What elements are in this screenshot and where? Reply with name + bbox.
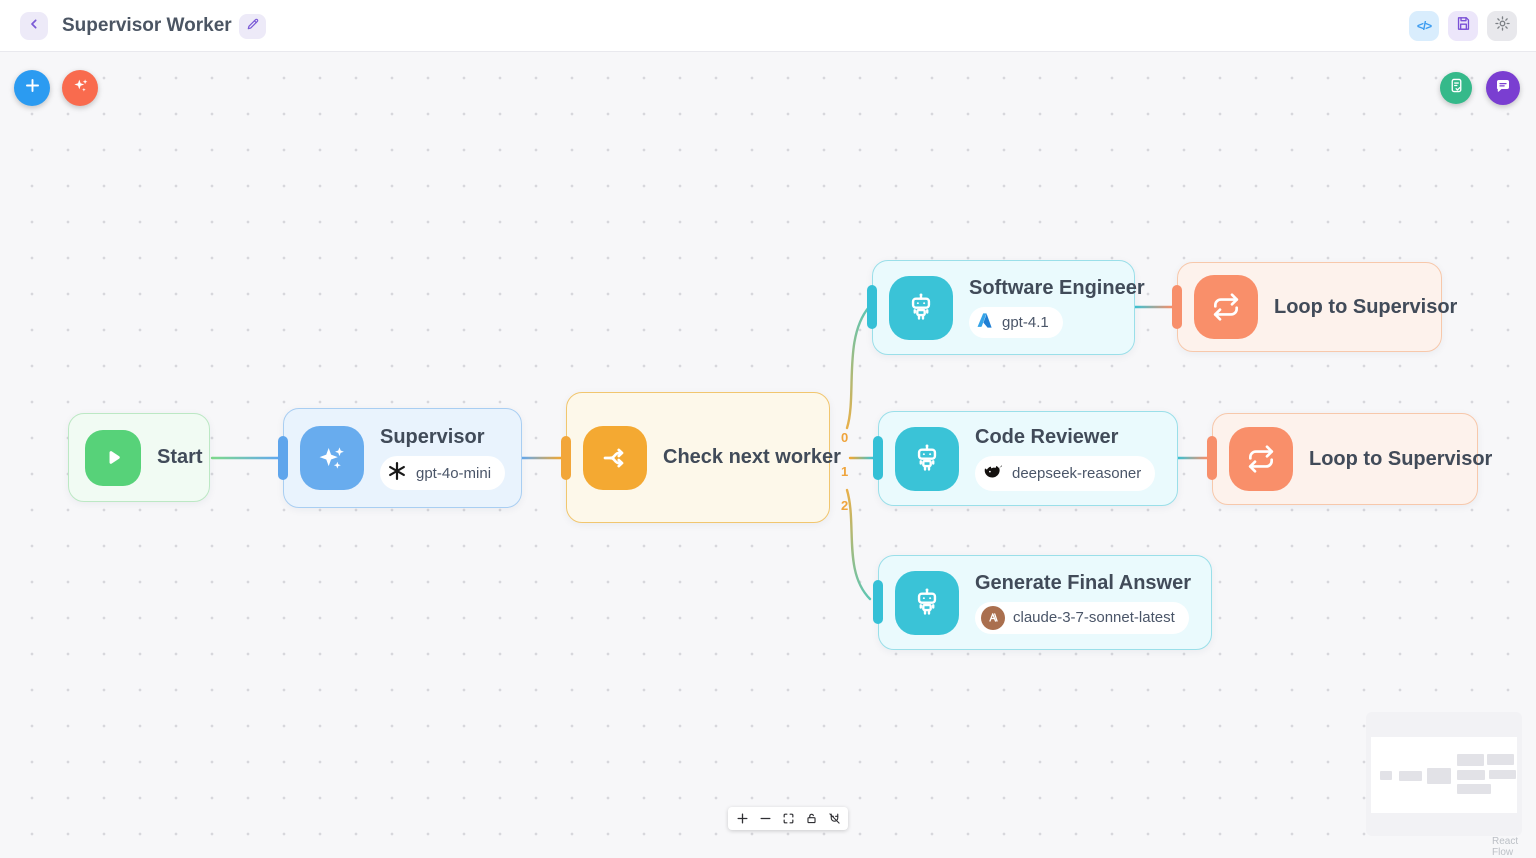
add-node-button[interactable]	[14, 70, 50, 106]
input-handle-check-next-worker[interactable]	[561, 436, 571, 480]
lock-button[interactable]	[802, 810, 820, 828]
node-title: Loop to Supervisor	[1274, 295, 1458, 318]
clipboard-check-icon	[1448, 77, 1465, 99]
edge-check-generate-final-answer[interactable]	[845, 488, 872, 601]
input-handle-software-engineer[interactable]	[867, 285, 877, 329]
minimap-node	[1399, 771, 1422, 781]
split-arrow-icon	[583, 425, 647, 490]
robot-icon	[895, 426, 959, 491]
input-handle-loop-to-supervisor-1[interactable]	[1172, 285, 1182, 329]
input-handle-generate-final-answer[interactable]	[873, 580, 883, 624]
settings-button[interactable]	[1487, 11, 1517, 41]
checklist-button[interactable]	[1440, 72, 1472, 104]
node-start[interactable]: Start	[68, 413, 210, 502]
model-pill: gpt-4o-mini	[380, 456, 506, 490]
sparkles-icon	[300, 426, 364, 490]
node-software-engineer[interactable]: Software Engineer gpt-4.1	[872, 260, 1145, 355]
pencil-icon	[246, 17, 260, 36]
node-check-next-worker[interactable]: Check next worker	[566, 392, 841, 523]
robot-icon	[895, 570, 959, 635]
minimap[interactable]	[1366, 712, 1522, 836]
azure-logo	[975, 311, 994, 334]
chevron-left-icon	[26, 16, 42, 37]
node-title: Supervisor	[380, 426, 485, 448]
sparkles-icon	[71, 76, 90, 100]
plus-icon	[23, 76, 42, 100]
loop-icon	[1194, 275, 1258, 339]
model-pill: claude-3-7-sonnet-latest	[975, 601, 1189, 634]
node-title: Loop to Supervisor	[1309, 447, 1493, 470]
loop-icon	[1229, 427, 1293, 491]
magnet-off-icon	[828, 813, 840, 824]
model-pill: deepseek-reasoner	[975, 456, 1156, 491]
node-generate-final-answer[interactable]: Generate Final Answer claude-3-7-sonnet-…	[878, 555, 1212, 650]
gear-icon	[1494, 15, 1511, 37]
openai-logo	[386, 460, 408, 486]
model-name: gpt-4o-mini	[416, 464, 492, 482]
save-button[interactable]	[1448, 11, 1478, 41]
edge-label-1: 1	[841, 464, 849, 479]
node-title: Check next worker	[663, 446, 841, 468]
top-bar: Supervisor Worker </>	[0, 0, 1536, 52]
node-title: Start	[157, 446, 203, 468]
node-supervisor[interactable]: Supervisor gpt-4o-mini	[283, 408, 522, 508]
minimap-node	[1427, 768, 1451, 784]
robot-icon	[889, 275, 953, 340]
chat-bubble-icon	[1494, 77, 1512, 100]
model-name: gpt-4.1	[1002, 314, 1049, 331]
node-code-reviewer[interactable]: Code Reviewer deepseek-reasoner	[878, 411, 1178, 506]
ai-assistant-button[interactable]	[62, 70, 98, 106]
react-flow-attribution[interactable]: React Flow	[1492, 836, 1519, 858]
input-handle-supervisor[interactable]	[278, 436, 288, 480]
node-loop-to-supervisor-1[interactable]: Loop to Supervisor	[1177, 262, 1457, 352]
model-name: deepseek-reasoner	[1012, 465, 1142, 482]
minimap-node	[1457, 770, 1485, 780]
zoom-in-button[interactable]	[733, 810, 751, 828]
deepseek-logo	[981, 460, 1004, 487]
code-icon: </>	[1416, 19, 1432, 33]
edge-check-software-engineer[interactable]	[845, 305, 871, 430]
input-handle-code-reviewer[interactable]	[873, 436, 883, 480]
input-handle-loop-to-supervisor-2[interactable]	[1207, 436, 1217, 480]
zoom-out-button[interactable]	[756, 810, 774, 828]
edge-label-2: 2	[841, 498, 849, 513]
node-title: Software Engineer	[969, 277, 1145, 299]
node-title: Code Reviewer	[975, 426, 1119, 448]
model-pill: gpt-4.1	[969, 307, 1063, 338]
zoom-in-icon	[737, 813, 747, 824]
fit-view-button[interactable]	[779, 810, 797, 828]
page-title: Supervisor Worker	[62, 15, 232, 36]
play-icon	[85, 429, 141, 486]
canvas-controls	[728, 807, 848, 830]
save-icon	[1455, 15, 1472, 37]
node-loop-to-supervisor-2[interactable]: Loop to Supervisor	[1212, 413, 1492, 505]
back-button[interactable]	[20, 12, 48, 40]
fit-view-icon	[783, 813, 793, 824]
minimap-node	[1487, 754, 1514, 765]
snap-toggle-button[interactable]	[825, 810, 843, 828]
chat-button[interactable]	[1486, 71, 1520, 105]
edit-title-button[interactable]	[239, 14, 266, 39]
node-title: Generate Final Answer	[975, 571, 1191, 594]
lock-open-icon	[806, 813, 816, 824]
model-name: claude-3-7-sonnet-latest	[1013, 609, 1175, 626]
edge-label-0: 0	[841, 430, 849, 445]
flow-canvas[interactable]: 0 1 2 Start Supervisor gpt-4o-mini	[0, 52, 1536, 858]
zoom-out-icon	[760, 817, 770, 820]
anthropic-logo	[981, 605, 1005, 630]
minimap-node	[1380, 771, 1392, 780]
minimap-node	[1457, 754, 1484, 766]
view-code-button[interactable]: </>	[1409, 11, 1439, 41]
minimap-node	[1457, 784, 1491, 794]
minimap-node	[1489, 770, 1516, 779]
